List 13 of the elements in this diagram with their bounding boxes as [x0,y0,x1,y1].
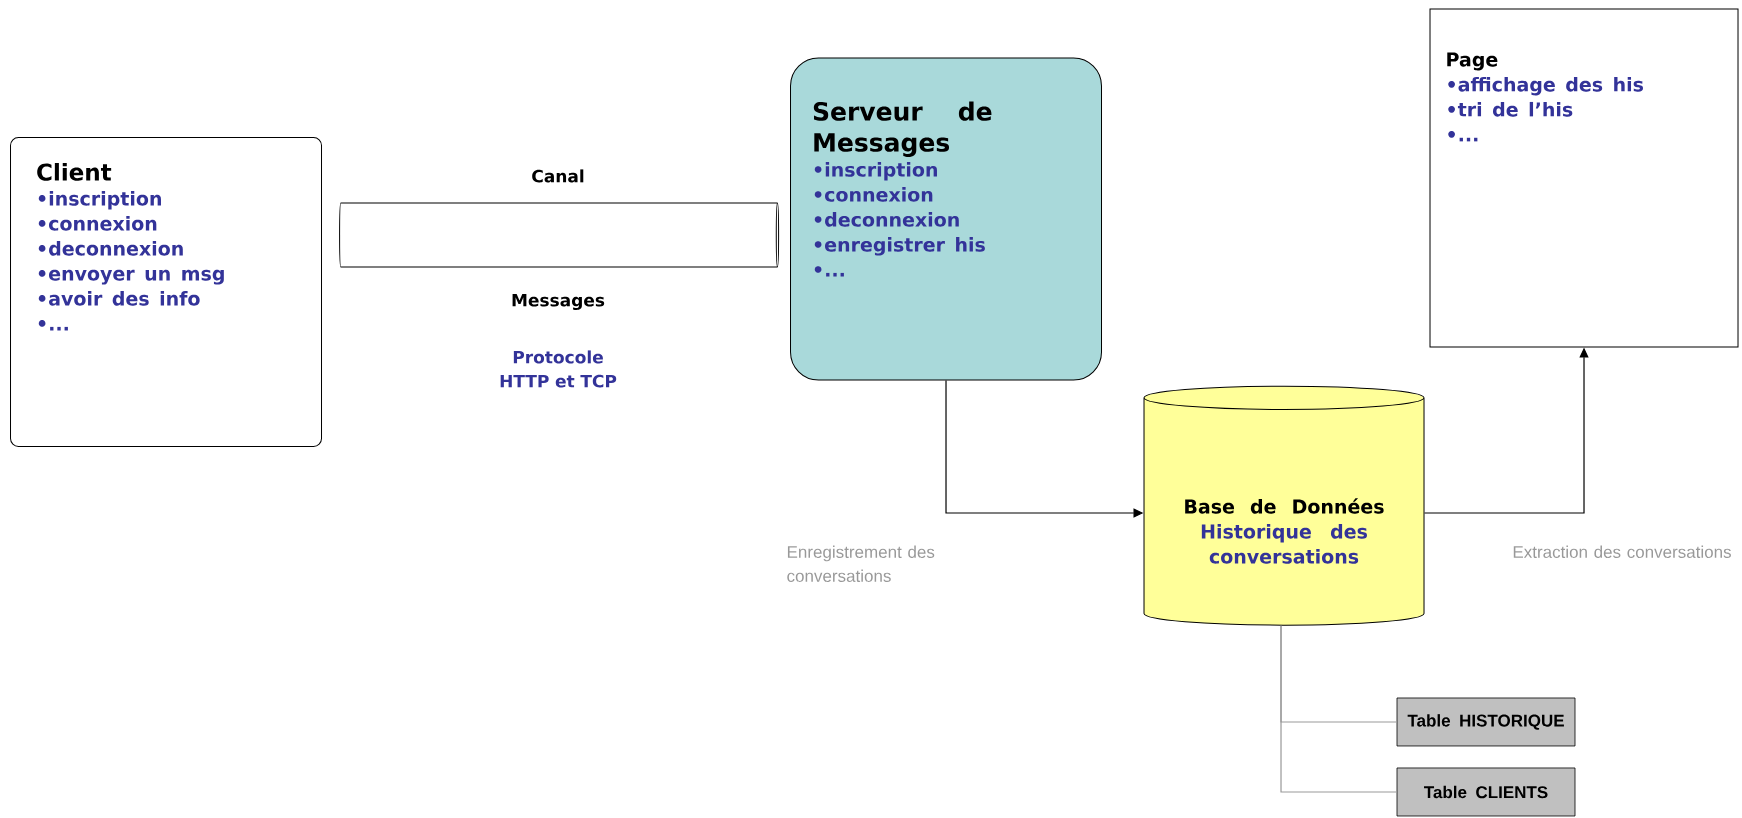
channel-label: Canal [532,169,584,183]
page-box: Page •affichage des his •tri de l’his •... [1429,8,1739,348]
table-box: Table HISTORIQUE [1396,697,1576,747]
connector-line [1280,625,1398,793]
server-box: Serveur de Messages •inscription •connexion •deconnexion •enregistrer his •... [790,57,1102,381]
database-cylinder: Base de Données Historique des conversations [1143,385,1425,626]
pipe-cylinder [339,202,780,268]
channel-label: Messages [512,293,605,310]
channel-label: Protocole HTTP et TCP [500,350,617,388]
client-box: Client •inscription •connexion •deconnexion •envoyer un msg •avoir des info •... [10,137,322,447]
edge-label: Extraction des conversations [1513,545,1731,558]
table-box: Table CLIENTS [1396,767,1576,817]
edge-label: Enregistrement des conversations [787,545,935,582]
